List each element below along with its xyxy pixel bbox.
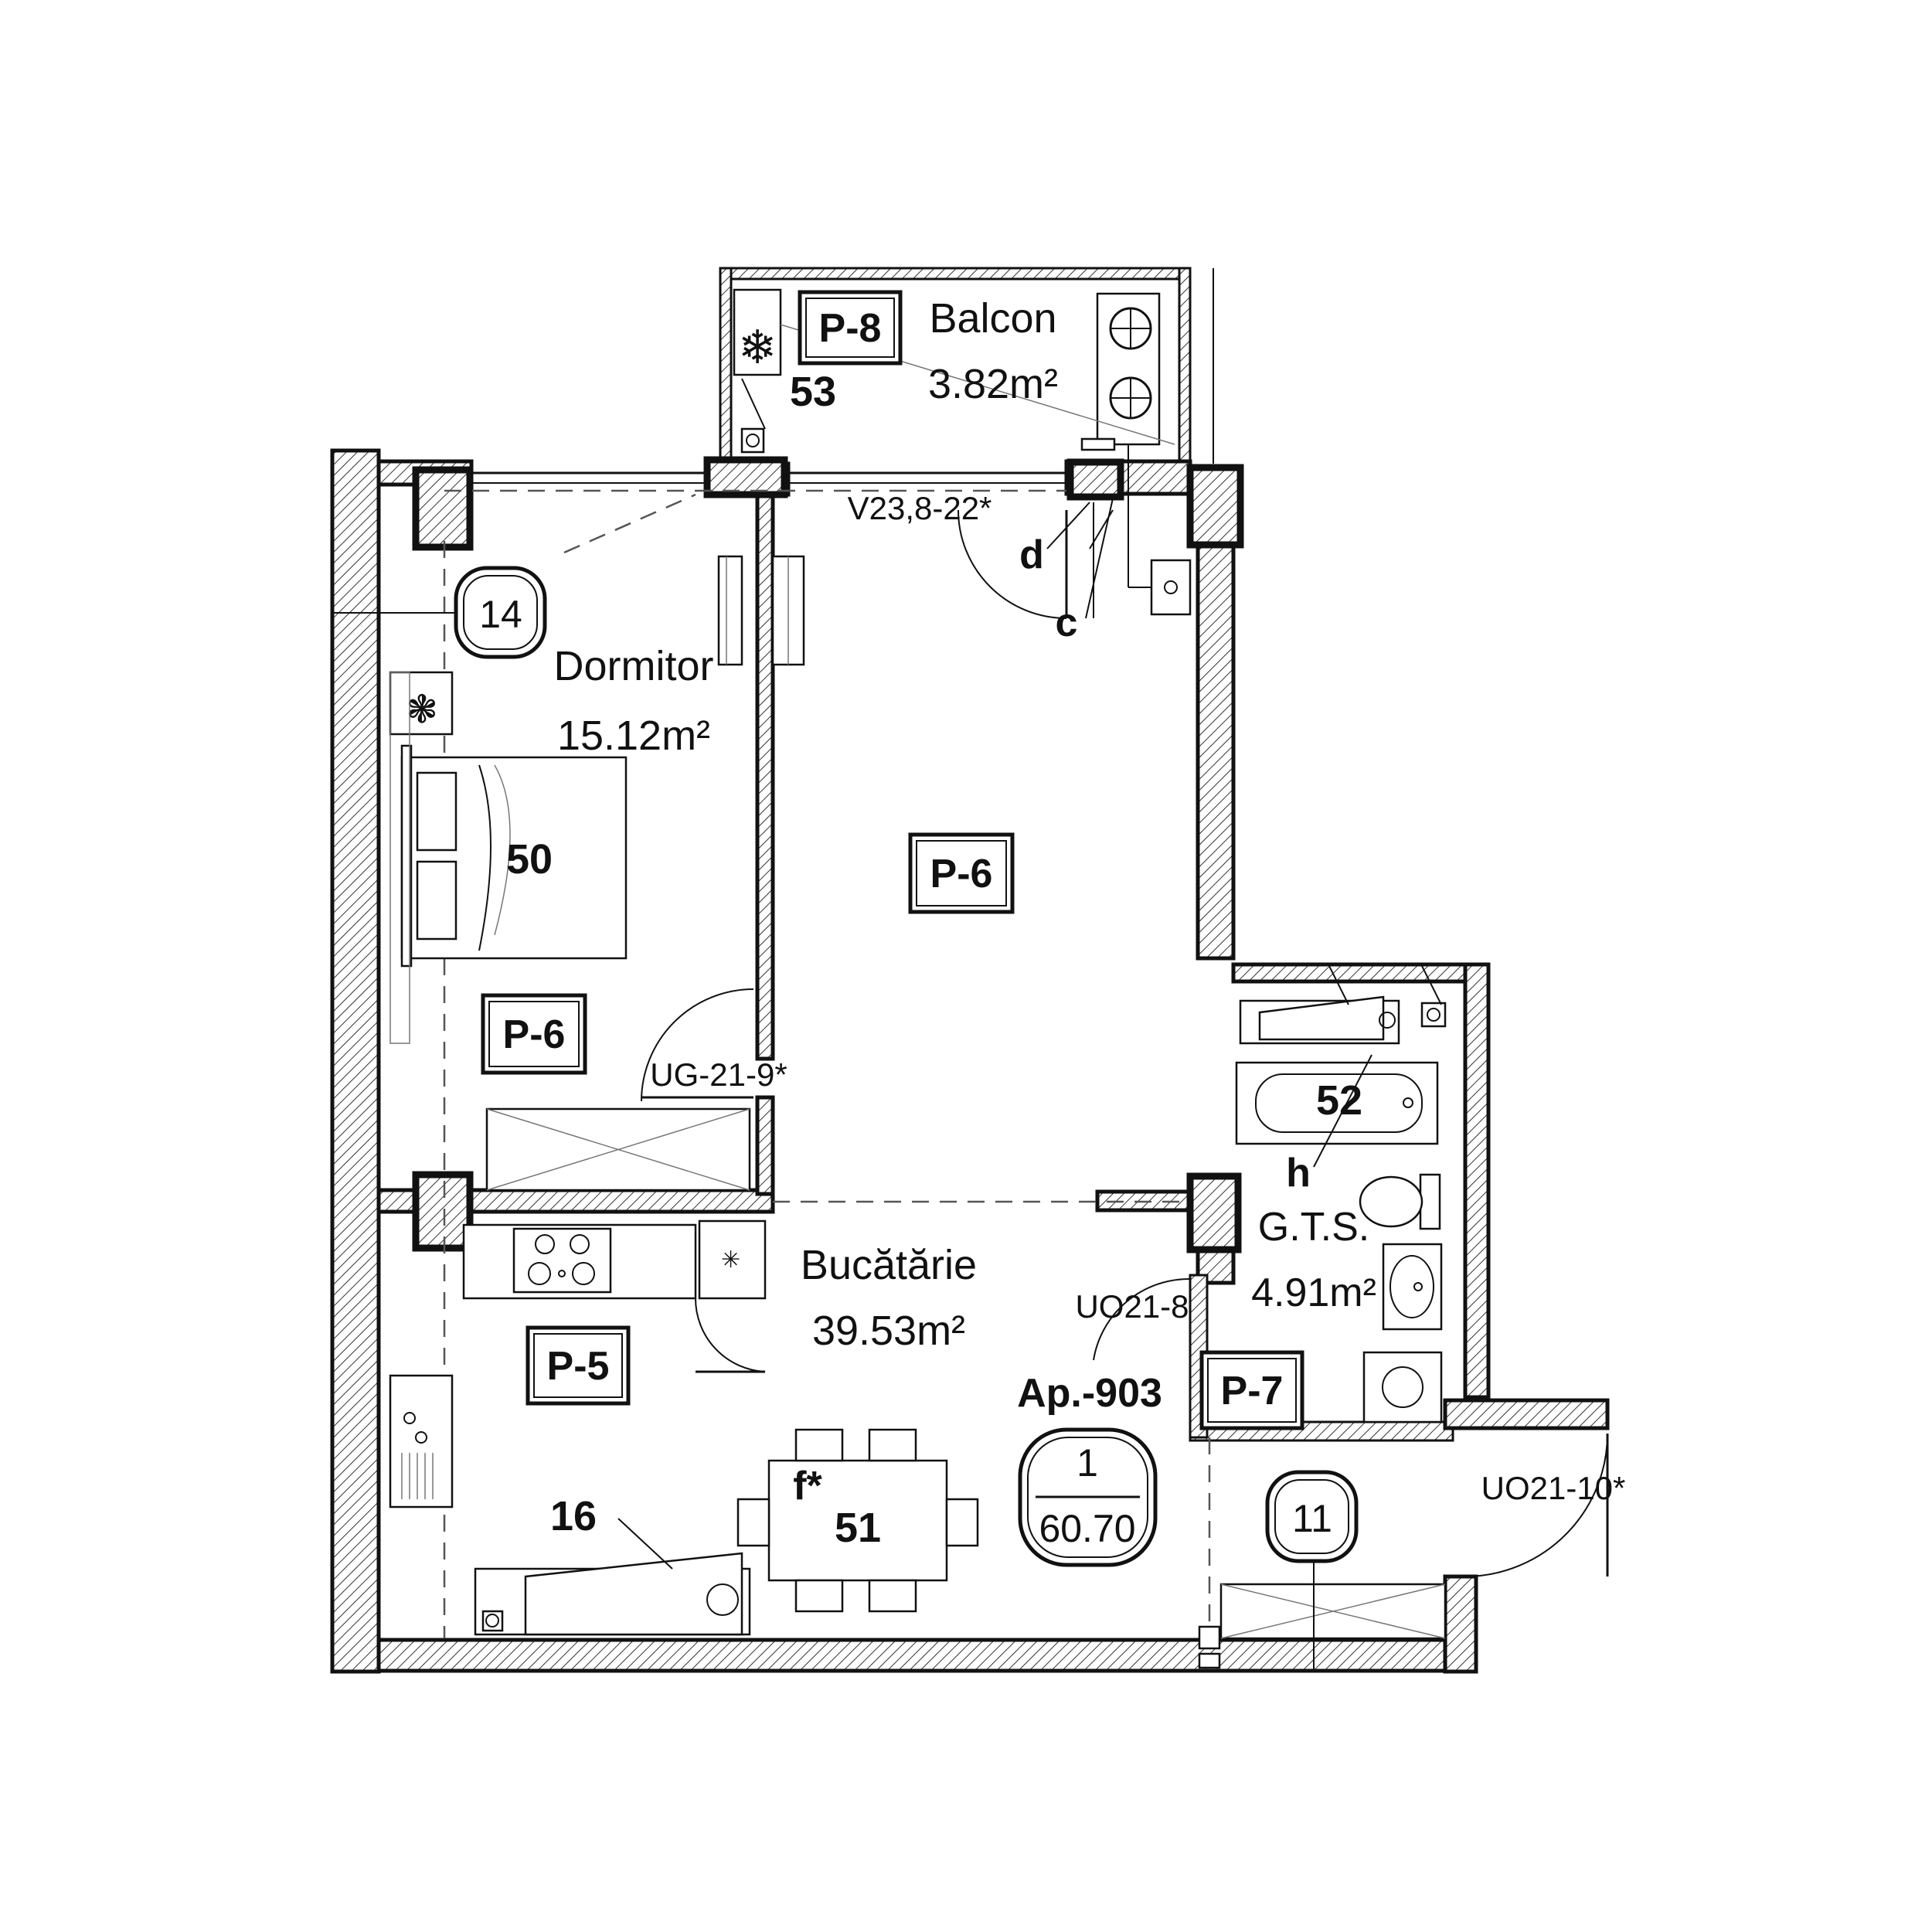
marker-f: f* [793, 1464, 822, 1509]
outer-walls [330, 268, 1610, 1674]
balcony-name: Balcon [929, 295, 1056, 342]
dining-table [767, 1459, 948, 1582]
item-number-52: 52 [1316, 1077, 1362, 1124]
item-number-50: 50 [506, 836, 553, 883]
apartment-number: 1 [1077, 1441, 1098, 1485]
svg-text:14: 14 [479, 593, 522, 636]
item-number-51: 51 [835, 1505, 881, 1551]
bathroom-sink-icon [1382, 1243, 1443, 1331]
plant-icon: ❃ [406, 688, 438, 731]
balcony-area: 3.82m² [928, 361, 1058, 407]
svg-text:P-6: P-6 [930, 852, 993, 896]
radiator [717, 555, 743, 666]
floor-tag-p5: P-5 [526, 1325, 631, 1406]
entrance-area [1198, 1538, 1447, 1669]
bedroom-name: Dormitor [553, 643, 713, 689]
svg-text:P-8: P-8 [819, 306, 882, 351]
bedroom-furniture: ❃ [389, 555, 805, 1192]
columns [412, 456, 1244, 1253]
balcony: ❄ [719, 267, 1192, 463]
apartment-area: 60.70 [1039, 1507, 1135, 1550]
svg-text:11: 11 [1292, 1497, 1332, 1540]
floor-tag-p6-bedroom: P-6 [481, 993, 587, 1075]
floor-tag-p8: P-8 [798, 290, 903, 366]
bedroom-door-code: UG-21-9* [650, 1056, 787, 1093]
kitchen-furniture: ✳ [389, 1219, 979, 1636]
item-number-16: 16 [550, 1493, 597, 1539]
ac-unit [733, 288, 782, 376]
marker-d: d [1019, 532, 1044, 577]
bedroom-area: 15.12m² [557, 713, 710, 759]
bath-door-code: UO21-8 [1075, 1288, 1189, 1325]
kitchen-area: 39.53m² [812, 1308, 965, 1354]
apartment-badge: 1 60.70 [1018, 1427, 1158, 1567]
room-tag-14: 14 [332, 566, 547, 659]
bathroom-fixtures [1235, 965, 1447, 1423]
marker-h: h [1286, 1151, 1311, 1196]
apartment-id: Ap.-903 [1017, 1371, 1162, 1416]
bath-washer [1362, 1351, 1443, 1423]
fridge-icon: ✳ [721, 1247, 740, 1273]
floor-tag-p7: P-7 [1199, 1350, 1304, 1430]
balcony-appliance [1096, 292, 1161, 446]
sink-icon [389, 1374, 454, 1509]
marker-c: c [1056, 600, 1078, 645]
bathroom-name: G.T.S. [1258, 1205, 1369, 1250]
entrance-door-code: UO21-10* [1481, 1470, 1626, 1506]
fridge [698, 1219, 767, 1300]
floor-tag-p6-living: P-6 [908, 832, 1015, 914]
svg-text:P-5: P-5 [547, 1344, 610, 1389]
toilet-icon [1359, 1175, 1423, 1228]
bathroom-area: 4.91m² [1251, 1270, 1376, 1315]
window-code: V23,8-22* [848, 490, 992, 526]
balcony-details [1080, 437, 1192, 618]
snowflake-icon: ❄ [738, 321, 777, 373]
doors [563, 493, 1609, 1577]
item-number-53: 53 [790, 369, 836, 415]
svg-text:P-7: P-7 [1221, 1369, 1284, 1413]
cooktop-icon [512, 1227, 612, 1294]
kitchen-name: Bucătărie [801, 1242, 977, 1288]
room-tag-11: 11 [1265, 1470, 1359, 1563]
svg-text:P-6: P-6 [503, 1012, 566, 1057]
